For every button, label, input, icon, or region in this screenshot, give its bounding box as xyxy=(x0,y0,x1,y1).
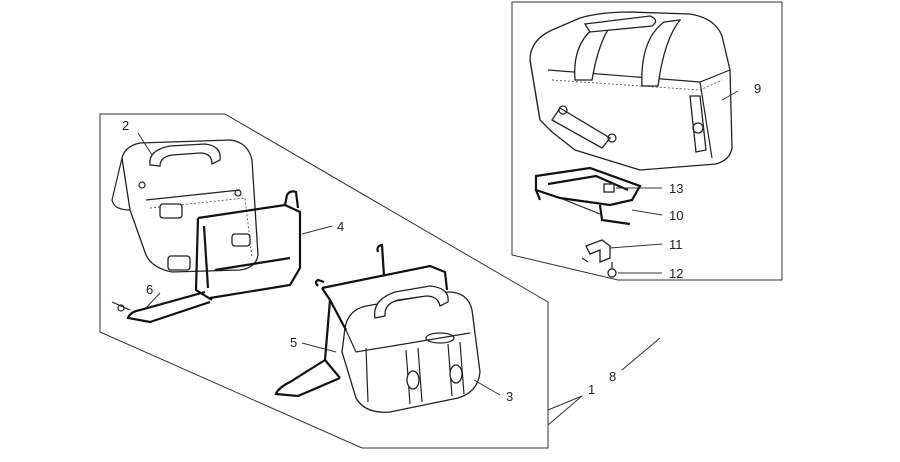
callout-3: 3 xyxy=(506,389,513,404)
right-side-case xyxy=(341,285,481,413)
callout-6: 6 xyxy=(146,282,153,297)
callout-11: 11 xyxy=(669,237,683,252)
callout-9: 9 xyxy=(754,81,761,96)
bracket-part-11 xyxy=(581,239,611,263)
callout-2: 2 xyxy=(122,118,129,133)
top-case-group-outline xyxy=(511,1,783,281)
top-case xyxy=(529,11,733,171)
screw-part-12 xyxy=(607,262,617,278)
callout-12: 12 xyxy=(669,266,683,281)
top-rack-frame xyxy=(534,166,642,226)
left-rack-frame xyxy=(111,190,302,324)
callout-13: 13 xyxy=(669,181,683,196)
side-cases-group-outline xyxy=(99,113,549,449)
callout-8: 8 xyxy=(609,369,616,384)
callout-4: 4 xyxy=(337,219,344,234)
callout-10: 10 xyxy=(669,208,683,223)
callout-5: 5 xyxy=(290,335,297,350)
right-rack-frame xyxy=(274,243,449,398)
callout-1: 1 xyxy=(588,382,595,397)
leader-lines xyxy=(137,90,739,426)
nut-part-13 xyxy=(603,183,615,193)
left-side-case xyxy=(111,139,259,273)
